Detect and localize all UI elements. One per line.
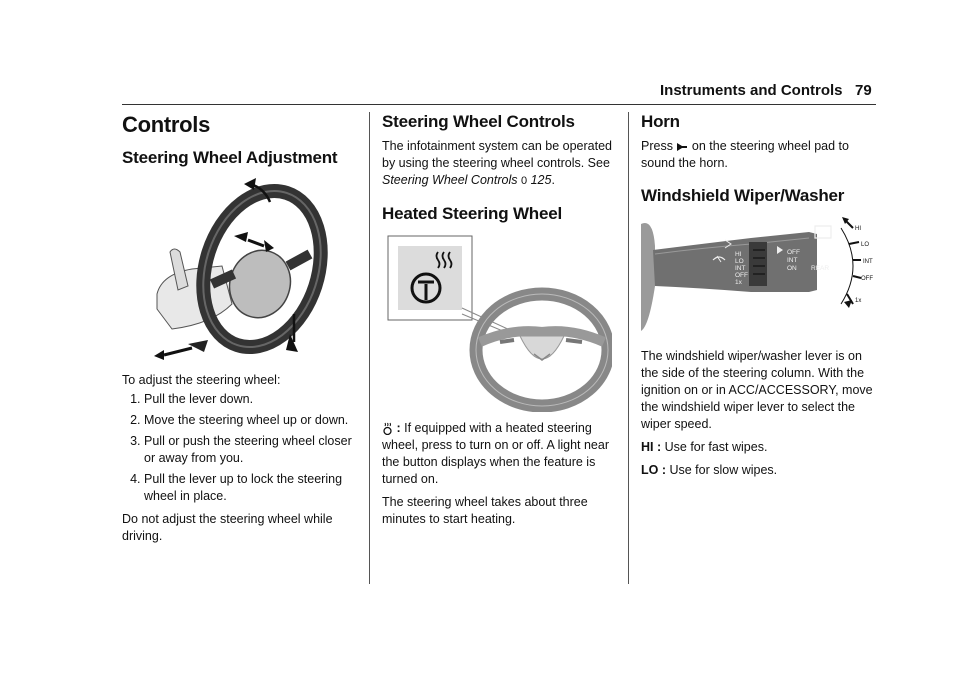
chapter-heading: Controls bbox=[122, 112, 211, 137]
wiper-description: The windshield wiper/washer lever is on … bbox=[641, 349, 873, 431]
lo-term: LO : bbox=[641, 463, 666, 477]
rear-label-on: ON bbox=[787, 265, 797, 272]
lo-setting: LO : Use for slow wipes. bbox=[641, 462, 877, 479]
position-label-1x: 1x bbox=[855, 298, 861, 304]
stalk-label-int: INT bbox=[735, 265, 746, 272]
xref-page[interactable]: 125 bbox=[530, 173, 552, 187]
horn-text: Press on the steering wheel pad to sound… bbox=[641, 138, 877, 172]
rear-label-off: OFF bbox=[787, 249, 800, 256]
heated-wheel-icon bbox=[382, 422, 393, 436]
heating-time-text: The steering wheel takes about three min… bbox=[382, 495, 588, 526]
wiper-lever-illustration: HI LO INT OFF 1x OFF INT ON REAR HI LO I… bbox=[641, 216, 877, 336]
column-steering-controls: Steering Wheel Controls The infotainment… bbox=[382, 112, 614, 528]
column-horn-wiper: Horn Press on the steering wheel pad to … bbox=[641, 112, 877, 479]
heated-wheel-text: : If equipped with a heated steering whe… bbox=[382, 420, 614, 488]
hi-term: HI : bbox=[641, 440, 662, 454]
stalk-label-1x: 1x bbox=[735, 279, 743, 286]
stalk-label-off: OFF bbox=[735, 272, 748, 279]
page-number: 79 bbox=[855, 82, 872, 99]
heated-wheel-heading: Heated Steering Wheel bbox=[382, 204, 563, 223]
position-label-hi: HI bbox=[855, 226, 861, 232]
list-item: Pull the lever up to lock the steering w… bbox=[144, 471, 354, 505]
heated-steering-wheel-illustration bbox=[382, 232, 612, 412]
horn-pre: Press bbox=[641, 139, 673, 153]
wiper-heading: Windshield Wiper/Washer bbox=[641, 186, 845, 205]
list-item: Move the steering wheel up or down. bbox=[144, 412, 354, 429]
stalk-label-hi: HI bbox=[735, 251, 742, 258]
position-label-off: OFF bbox=[861, 276, 873, 282]
rear-label-int: INT bbox=[787, 257, 798, 264]
steering-adjustment-heading: Steering Wheel Adjustment bbox=[122, 148, 338, 167]
rear-label: REAR bbox=[811, 265, 829, 272]
horn-icon bbox=[676, 142, 688, 152]
stalk-label-lo: LO bbox=[735, 258, 744, 265]
lo-desc: Use for slow wipes. bbox=[669, 463, 778, 477]
horn-heading: Horn bbox=[641, 112, 680, 131]
steering-controls-text: The infotainment system can be operated … bbox=[382, 138, 614, 190]
list-item: Pull or push the steering wheel closer o… bbox=[144, 433, 354, 467]
xref-arrow-icon: 0 bbox=[520, 175, 528, 187]
page-header: Instruments and Controls 79 bbox=[0, 82, 960, 108]
xref-link[interactable]: Steering Wheel Controls bbox=[382, 173, 518, 187]
heated-desc: If equipped with a heated steering wheel… bbox=[382, 421, 609, 486]
intro-text: The infotainment system can be operated … bbox=[382, 139, 612, 170]
position-label-int: INT bbox=[863, 259, 873, 265]
position-label-lo: LO bbox=[861, 242, 869, 248]
hi-setting: HI : Use for fast wipes. bbox=[641, 439, 877, 456]
adjust-intro: To adjust the steering wheel: bbox=[122, 373, 281, 387]
steering-wheel-adjustment-illustration bbox=[152, 174, 332, 364]
column-divider-2 bbox=[628, 112, 629, 584]
hi-desc: Use for fast wipes. bbox=[664, 440, 768, 454]
xref-end: . bbox=[551, 173, 555, 187]
header-rule bbox=[122, 104, 876, 105]
adjust-steps: Pull the lever down. Move the steering w… bbox=[122, 391, 354, 505]
heated-sep: : bbox=[396, 421, 401, 435]
driving-warning: Do not adjust the steering wheel while d… bbox=[122, 512, 333, 543]
column-controls: Controls Steering Wheel Adjustment To bbox=[122, 112, 354, 545]
horn-post: on the steering wheel pad to sound the h… bbox=[641, 139, 849, 170]
steering-controls-heading: Steering Wheel Controls bbox=[382, 112, 575, 131]
column-divider-1 bbox=[369, 112, 370, 584]
section-title: Instruments and Controls bbox=[660, 82, 843, 99]
list-item: Pull the lever down. bbox=[144, 391, 354, 408]
